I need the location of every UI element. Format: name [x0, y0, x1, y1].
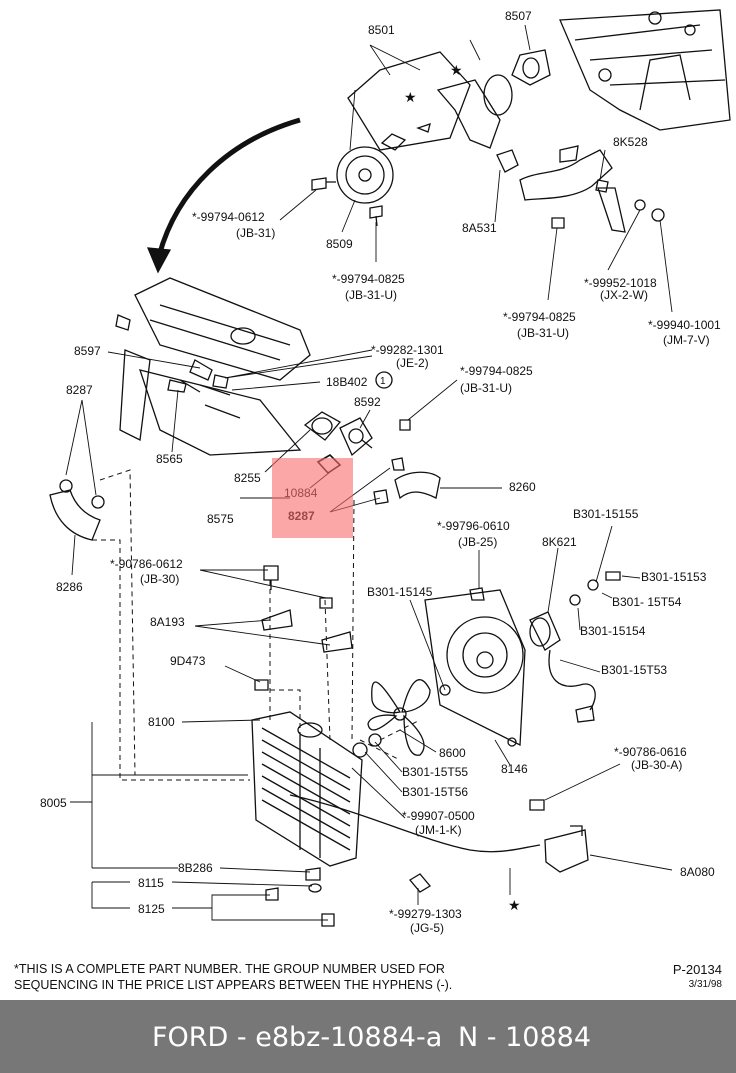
label-18b402: 18B402: [326, 375, 368, 389]
star-marker: ★: [404, 89, 417, 105]
label-jb25: (JB-25): [458, 535, 497, 549]
brackets-left-drawing: [254, 565, 353, 691]
label-8565: 8565: [156, 452, 183, 466]
label-99794-0612: *-99794-0612: [192, 210, 265, 224]
fan-motor-drawing: [529, 571, 621, 723]
label-8501: 8501: [368, 23, 395, 37]
label-8146: 8146: [501, 762, 528, 776]
label-99796-0610: *-99796-0610: [437, 519, 510, 533]
drawing-reference: P-20134 3/31/98: [673, 962, 722, 992]
view-arrow-head: [146, 247, 172, 274]
label-b301-15t55: B301-15T55: [402, 765, 468, 779]
label-8592: 8592: [354, 395, 381, 409]
label-9d473: 9D473: [170, 654, 206, 668]
label-8255: 8255: [234, 471, 261, 485]
bypass-hose-drawing: [189, 359, 213, 381]
part-info-bar: FORD - e8bz-10884-a N - 10884: [0, 1000, 736, 1073]
label-jg5: (JG-5): [410, 921, 444, 935]
water-pump-drawing: [336, 49, 551, 204]
label-jb31u-c: (JB-31-U): [460, 381, 512, 395]
label-b301-15t53: B301-15T53: [601, 663, 667, 677]
footnote: *This is a complete part number. The gro…: [14, 962, 453, 992]
label-b301-15t56: B301-15T56: [402, 785, 468, 799]
cylinder-head-drawing: [115, 277, 311, 456]
label-99794-0825-b: *-99794-0825: [503, 310, 576, 324]
label-8a193: 8A193: [150, 615, 185, 629]
view-arrow: [155, 117, 301, 261]
label-jm1k: (JM-1-K): [415, 823, 462, 837]
label-8a531: 8A531: [462, 221, 497, 235]
label-jm7v: (JM-7-V): [663, 333, 710, 347]
drawing-linework: ★ ★ ★: [49, 9, 731, 927]
label-b301-15153: B301-15153: [641, 570, 707, 584]
leader-lines: [65, 24, 673, 921]
label-b301-15155: B301-15155: [573, 507, 639, 521]
label-99952-1018: *-99952-1018: [584, 276, 657, 290]
bolts-top-drawing: [311, 177, 565, 229]
part-highlight-box: [272, 458, 353, 538]
label-99279-1303: *-99279-1303: [389, 907, 462, 921]
label-jb30: (JB-30): [140, 572, 179, 586]
star-marker: ★: [508, 897, 521, 913]
label-8507: 8507: [505, 9, 532, 23]
label-99907-0500: *-99907-0500: [402, 809, 475, 823]
label-8k528: 8K528: [613, 135, 648, 149]
label-b301-15154: B301-15154: [580, 624, 646, 638]
label-90786-0616: *-90786-0616: [614, 745, 687, 759]
lower-hose-drawing: [49, 479, 105, 541]
label-8125: 8125: [138, 902, 165, 916]
label-8260: 8260: [509, 480, 536, 494]
circled-note-marker: [375, 371, 393, 389]
drawing-number: P-20134: [672, 962, 722, 977]
thermostat-housing-drawing: [303, 411, 441, 505]
label-je2: (JE-2): [396, 356, 429, 370]
brand-part-number: FORD - e8bz-10884-a: [152, 1022, 443, 1053]
label-circled-1: 1: [380, 376, 386, 387]
star-marker: ★: [450, 62, 463, 78]
part-labels: 8501 8507 8K528 *-99794-0612 (JB-31) 850…: [40, 9, 721, 935]
label-8286: 8286: [56, 580, 83, 594]
label-90786-0612: *-90786-0612: [110, 557, 183, 571]
reservoir-drawing: [529, 799, 589, 873]
fan-blade-drawing: [352, 679, 431, 758]
label-b301-15t54: B301- 15T54: [612, 595, 682, 609]
radiator-drawing: [251, 711, 541, 867]
label-jb31u-b: (JB-31-U): [517, 326, 569, 340]
label-99940-1001: *-99940-1001: [648, 318, 721, 332]
drawing-date: 3/31/98: [688, 979, 722, 990]
label-8509: 8509: [326, 237, 353, 251]
label-8600: 8600: [439, 746, 466, 760]
inlet-tube-drawing: [519, 145, 665, 233]
label-8287-a: 8287: [66, 383, 93, 397]
label-jx2w: (JX-2-W): [600, 288, 648, 302]
label-b301-15145: B301-15145: [367, 585, 433, 599]
dashed-leaders: [92, 469, 421, 781]
diagram-part-number: N - 10884: [458, 1022, 591, 1053]
label-8b286: 8B286: [178, 861, 213, 875]
exploded-parts-diagram: ★ ★ ★ 8501 8507 8K528 *-99794-0612 (JB-3…: [40, 9, 731, 935]
label-jb31u-a: (JB-31-U): [345, 288, 397, 302]
label-8a080: 8A080: [680, 865, 715, 879]
label-8115: 8115: [138, 876, 164, 890]
label-99282-1301: *-99282-1301: [371, 343, 444, 357]
label-99794-0825-a: *-99794-0825: [332, 272, 405, 286]
label-jb30a: (JB-30-A): [631, 758, 682, 772]
label-8k621: 8K621: [542, 535, 577, 549]
label-8005: 8005: [40, 796, 67, 810]
label-99794-0825-c: *-99794-0825: [460, 364, 533, 378]
label-8100: 8100: [148, 715, 175, 729]
label-jb31: (JB-31): [236, 226, 275, 240]
engine-block-drawing: [559, 9, 731, 131]
label-8597: 8597: [74, 344, 101, 358]
bottom-parts-drawing: [265, 867, 431, 927]
fan-shroud-drawing: [424, 587, 526, 747]
label-8575: 8575: [207, 512, 234, 526]
